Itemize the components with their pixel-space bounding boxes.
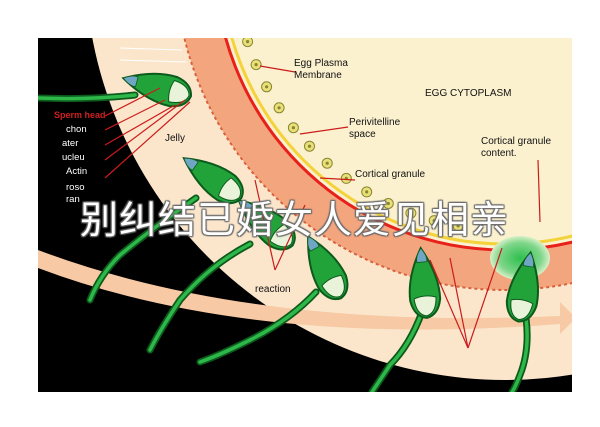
reaction-label: reaction (255, 284, 291, 295)
perivitelline-label-1: Perivitelline (349, 117, 401, 128)
pointer-lines (104, 65, 541, 349)
partial-label-5: roso (66, 182, 84, 193)
partial-label-1: chon (66, 124, 87, 135)
egg-cytoplasm (225, 38, 572, 250)
reaction-arrow (38, 250, 572, 334)
partial-label-2: ater (62, 138, 78, 149)
sperm-head (182, 157, 244, 205)
perivitelline-label-2: space (349, 129, 376, 140)
jelly-label: Jelly (165, 133, 185, 144)
partial-label-6: ran (66, 194, 80, 205)
cortical-granules (236, 13, 464, 232)
cortical-content-label-1: Cortical granule (481, 136, 551, 147)
cortical-granule-label: Cortical granule (355, 169, 425, 180)
sperm-cells (38, 72, 539, 392)
label-lines-top (119, 47, 187, 63)
sperm-head (307, 234, 349, 301)
sperm-head (408, 246, 442, 319)
cortical-content-label-2: content. (481, 148, 517, 159)
partial-label-4: Actin (66, 166, 87, 177)
cortical-granule (236, 13, 246, 23)
sperm-head (505, 250, 539, 323)
sperm-head-label: Sperm head (54, 110, 106, 120)
egg-plasma-label-1: Egg Plasma (294, 58, 348, 69)
partial-label-3: ucleu (62, 152, 85, 163)
watermark-text: 别纠结已婚女人爱见相亲 (80, 198, 510, 242)
sperm-head (237, 199, 296, 251)
egg-cytoplasm-label: EGG CYTOPLASM (425, 88, 512, 99)
egg-plasma-label-2: Membrane (294, 70, 342, 81)
